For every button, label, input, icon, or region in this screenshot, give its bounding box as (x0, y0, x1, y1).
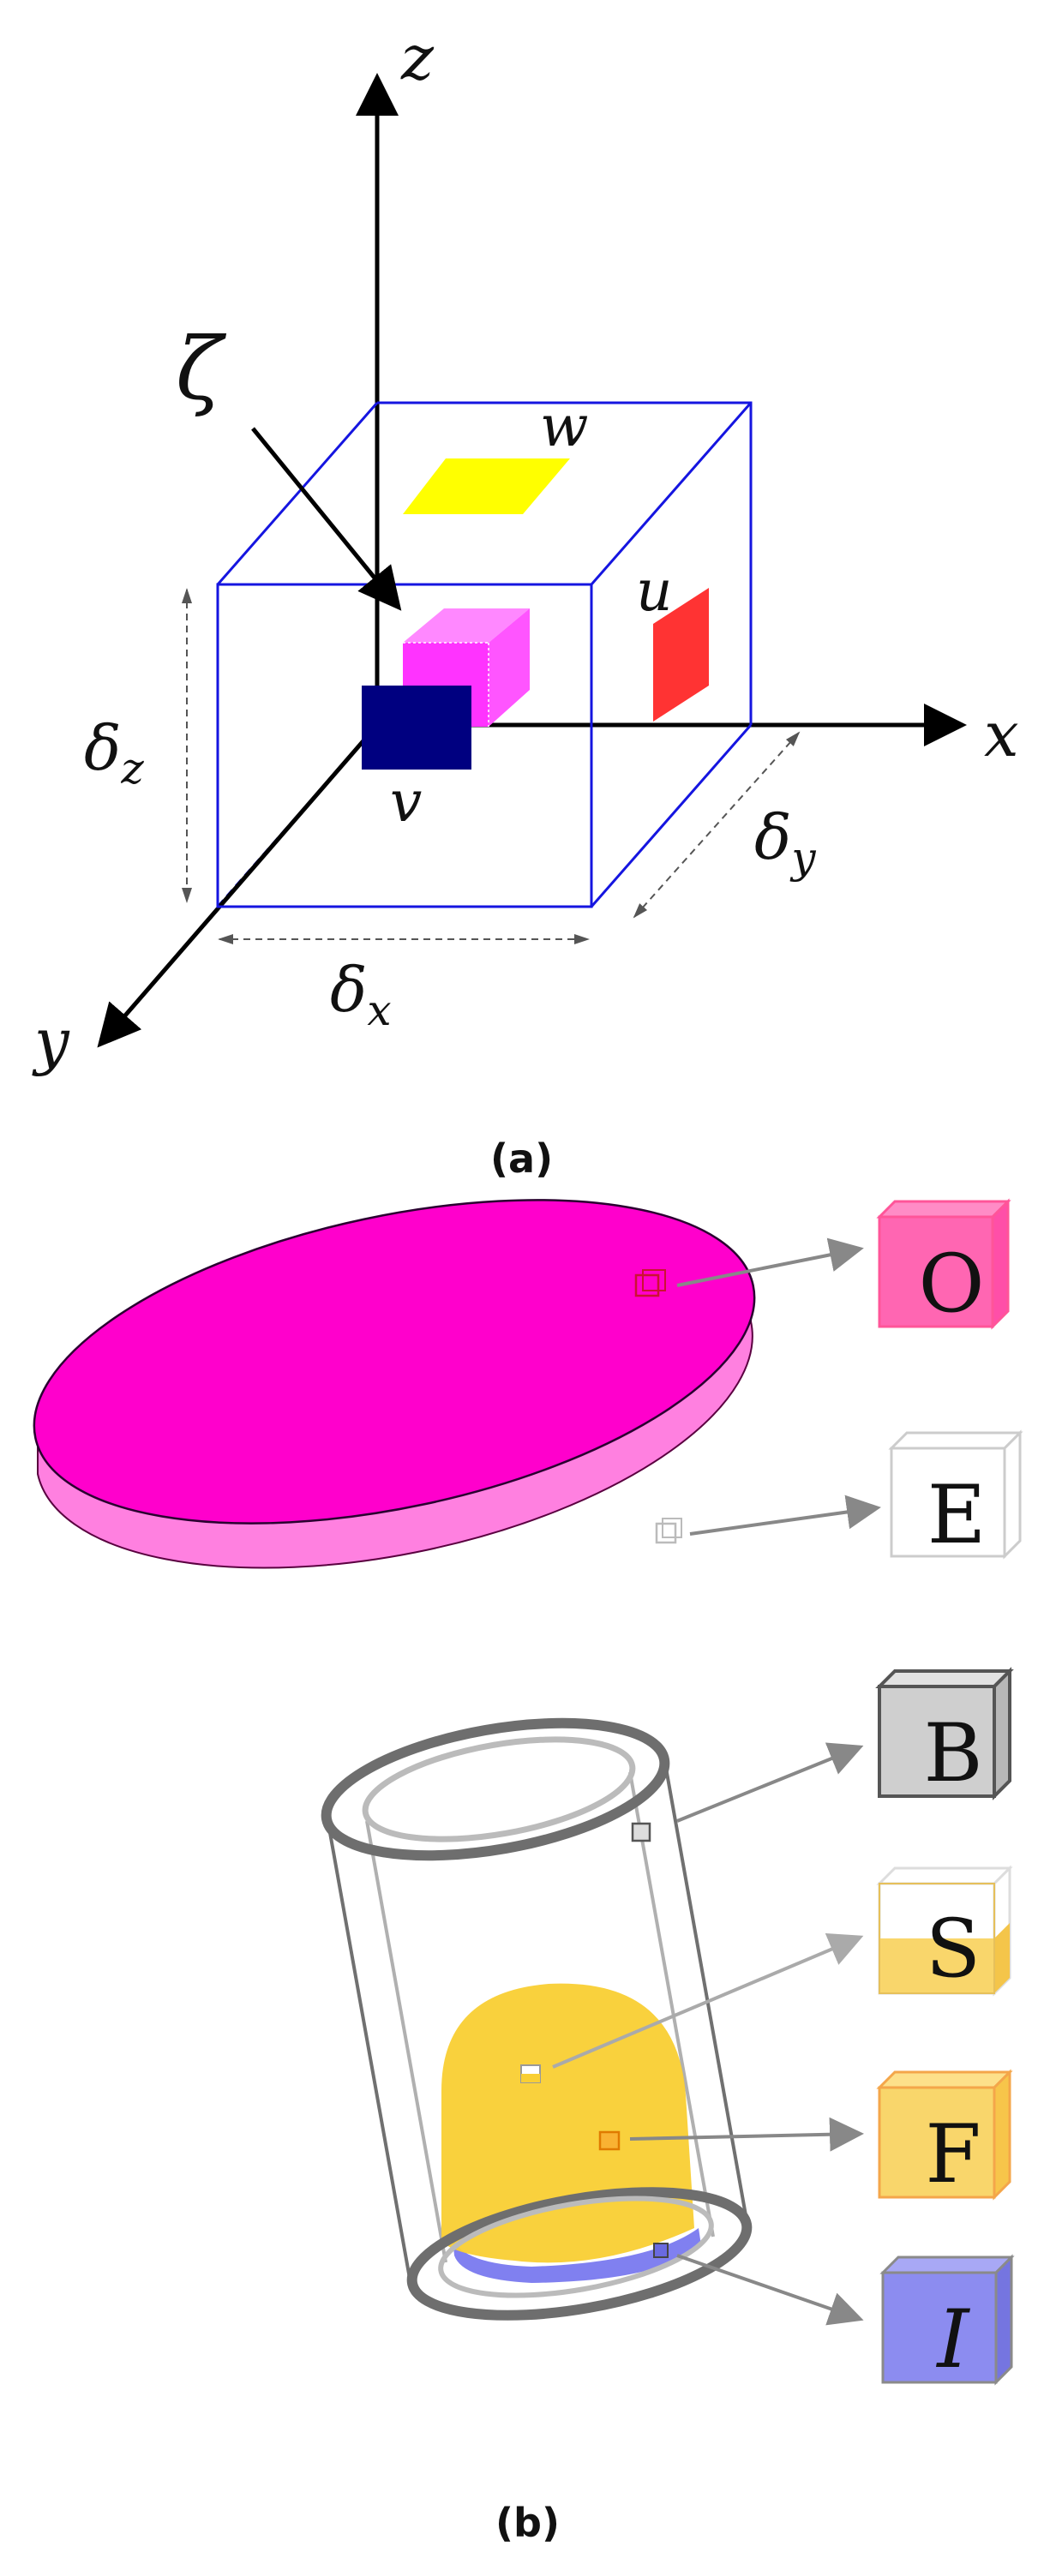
delta-y-label: δy (754, 801, 816, 883)
delta-z-label: δz (84, 712, 144, 794)
boundary-arrow (676, 1742, 864, 1823)
zeta-label: ζ (176, 319, 227, 419)
legend-box-fluid: F (876, 2069, 1013, 2202)
x-axis-label: x (984, 698, 1019, 770)
u-face (653, 588, 709, 722)
empty-sample-cell (655, 1518, 682, 1544)
legend-box-interface: I (879, 2254, 1015, 2387)
ocean-sample-cell (634, 1269, 666, 1297)
legend-letter-fluid: F (925, 2108, 981, 2202)
ocean-arrow (676, 1237, 864, 1287)
panel-a: z x y ζ w u v δz δx δy (a) (32, 21, 1019, 1182)
empty-arrow (689, 1495, 881, 1536)
legend-letter-boundary: B (923, 1707, 982, 1800)
v-face (362, 686, 471, 770)
fluid-arrow (629, 2117, 864, 2152)
w-label: w (540, 393, 589, 459)
interface-arrow (676, 2254, 864, 2326)
y-axis (97, 723, 379, 1048)
interface-sample-cell (653, 2243, 669, 2258)
boundary-sample-cell (631, 1822, 651, 1842)
w-face (403, 458, 570, 514)
legend-letter-interface: I (935, 2293, 970, 2387)
legend-box-empty: E (888, 1429, 1023, 1562)
zeta-arrow (251, 427, 402, 611)
panel-a-caption: (a) (490, 1135, 553, 1182)
v-label: v (390, 769, 422, 835)
z-axis-label: z (400, 21, 435, 93)
interface-layer (453, 2228, 701, 2283)
ocean-disc (33, 1199, 756, 1569)
legend-letter-empty: E (927, 1469, 987, 1562)
surface-arrow (552, 1933, 864, 2069)
delta-x-label: δx (330, 954, 392, 1035)
cylinder-bottom (406, 2187, 753, 2321)
legend-letter-surface: S (926, 1902, 981, 1996)
cylinder-container (321, 1717, 747, 2289)
panel-b-caption: (b) (495, 2500, 560, 2546)
fluid-sample-cell (598, 2130, 621, 2151)
surface-sample-cell (520, 2064, 541, 2083)
legend-box-surface: S (876, 1865, 1013, 1997)
panel-b: O E B S F (33, 1198, 1023, 2546)
u-label: u (636, 558, 673, 624)
legend-box-ocean: O (876, 1198, 1011, 1331)
legend-letter-ocean: O (918, 1237, 984, 1331)
legend-box-boundary: B (875, 1667, 1014, 1800)
delta-y-dimension (633, 731, 801, 919)
y-axis-label: y (32, 1005, 70, 1077)
